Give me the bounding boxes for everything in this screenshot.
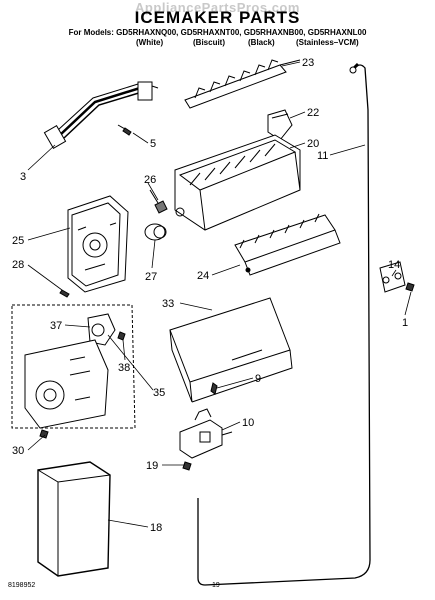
callout-30: 30 bbox=[12, 445, 24, 457]
mold-cover bbox=[267, 109, 293, 141]
shaft-26 bbox=[149, 189, 168, 214]
motor-module-box bbox=[11, 304, 136, 429]
callout-3: 3 bbox=[20, 171, 26, 183]
callout-22: 22 bbox=[307, 107, 319, 119]
callout-26: 26 bbox=[144, 174, 156, 186]
color-stainless: (Stainless–VCM) bbox=[296, 38, 359, 47]
icemaker-mold bbox=[174, 134, 301, 231]
bracket-14 bbox=[379, 261, 406, 293]
color-white: (White) bbox=[136, 38, 164, 47]
part-number: 8198952 bbox=[8, 582, 36, 589]
callout-27: 27 bbox=[145, 271, 157, 283]
watermark: AppliancePartsPros.com bbox=[135, 0, 300, 15]
fill-tube bbox=[197, 62, 371, 586]
callout-24: 24 bbox=[197, 270, 209, 282]
page-number: 19 bbox=[212, 582, 220, 589]
callout-20: 20 bbox=[307, 138, 319, 150]
control-module bbox=[24, 339, 109, 429]
callout-25: 25 bbox=[12, 235, 24, 247]
cover-plate bbox=[169, 297, 293, 403]
page-title: ICEMAKER PARTS bbox=[134, 8, 301, 27]
color-black: (Black) bbox=[248, 38, 275, 47]
callout-11: 11 bbox=[317, 150, 328, 162]
callout-33: 33 bbox=[162, 298, 174, 310]
callout-1: 1 bbox=[402, 317, 408, 329]
callout-10: 10 bbox=[242, 417, 254, 429]
callout-5: 5 bbox=[150, 138, 156, 150]
callout-19: 19 bbox=[146, 460, 158, 472]
models-line: For Models: GD5RHAXNQ00, GD5RHAXNT00, GD… bbox=[68, 28, 367, 37]
callout-38: 38 bbox=[118, 362, 130, 374]
color-biscuit: (Biscuit) bbox=[193, 38, 225, 47]
callout-28: 28 bbox=[12, 259, 24, 271]
ice-stripper bbox=[234, 213, 341, 276]
wire-harness bbox=[43, 81, 159, 149]
screw-30 bbox=[39, 429, 49, 439]
screw-9 bbox=[210, 382, 218, 395]
icemaker-cover bbox=[37, 461, 111, 577]
screw-1 bbox=[405, 282, 415, 292]
control-housing bbox=[67, 195, 129, 293]
motor-27 bbox=[144, 223, 167, 241]
screw-5 bbox=[117, 124, 132, 136]
callout-18: 18 bbox=[150, 522, 162, 534]
screw-19 bbox=[182, 461, 192, 471]
ejector-blade bbox=[184, 59, 301, 109]
water-valve bbox=[179, 408, 233, 459]
screw-38 bbox=[117, 331, 126, 341]
screw-28 bbox=[59, 289, 70, 298]
callout-14: 14 bbox=[388, 259, 400, 271]
callout-labels: 23 22 20 11 5 3 26 25 28 27 24 14 1 33 3… bbox=[12, 57, 408, 534]
callout-23: 23 bbox=[302, 57, 314, 69]
callout-37: 37 bbox=[50, 320, 62, 332]
callout-35: 35 bbox=[153, 387, 165, 399]
callout-9: 9 bbox=[255, 373, 261, 385]
